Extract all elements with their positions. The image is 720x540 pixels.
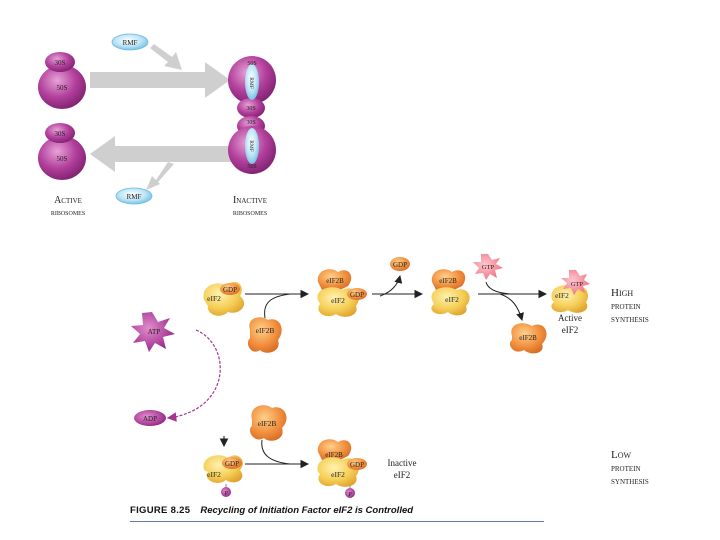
eif2-2-gdp-label: GDP <box>350 291 364 299</box>
rmf-join-arrow <box>150 44 182 70</box>
adp-label: ADP <box>143 415 157 423</box>
inactive-ribosomes-label-2: ribosomes <box>233 207 267 217</box>
activation-arrow <box>90 136 235 172</box>
active-upper-small-label: 30S <box>55 59 66 67</box>
low-eif2-2-label: eIF2 <box>331 470 345 479</box>
eif2b-free-label: eIF2B <box>519 334 537 342</box>
eif2-2-label: eIF2 <box>331 296 345 305</box>
gdp-released-label: GDP <box>393 261 407 269</box>
gtp-star-free: GTP <box>473 254 503 280</box>
active-eif2-label-2: eIF2 <box>562 325 579 335</box>
active-eif2-label-1: Active <box>558 313 582 323</box>
high-label-1: High <box>611 287 633 299</box>
rmf-bottom: RMF <box>115 187 153 205</box>
eif2b-release-arrow <box>499 293 524 321</box>
gtp-free-label: GTP <box>482 264 495 271</box>
trapped-eif2b-complex: eIF2B GDP eIF2 P <box>317 439 367 498</box>
eif2-3-label: eIF2 <box>445 295 459 304</box>
eif2-4-label: eIF2 <box>555 291 569 300</box>
inactive-lower-a-label: 30S <box>246 120 255 126</box>
eif2b-shape-free: eIF2B <box>509 323 547 354</box>
active-ribosome-upper: 30S 50S <box>38 52 86 109</box>
figure-caption: FIGURE 8.25 Recycling of Initiation Facto… <box>130 505 544 522</box>
low-label-1: Low <box>611 449 631 461</box>
inactive-lower-b-label: 50S <box>247 164 256 170</box>
atp-to-adp-arrow <box>166 329 221 422</box>
eif2b-3-label: eIF2B <box>439 277 457 285</box>
phospho-eif2-gdp-complex: GDP eIF2 P <box>203 455 243 497</box>
eif2b-join-arrow-1 <box>264 293 291 319</box>
active-lower-large-label: 50S <box>57 155 68 163</box>
gdp-release-arrow <box>379 275 403 297</box>
active-upper-large-label: 50S <box>57 84 68 92</box>
low-eif2b-label: eIF2B <box>325 451 343 459</box>
high-label-3: synthesis <box>611 315 649 325</box>
rmf-top-label: RMF <box>123 39 138 47</box>
low-phosphate-2: P <box>348 491 352 498</box>
low-gdp2-label: GDP <box>350 461 364 469</box>
ribosome-panel: RMF 30S 50S 30S 50S RMF <box>38 33 276 217</box>
inactive-eif2-label-2: eIF2 <box>394 470 411 480</box>
figure-caption-text: Recycling of Initiation Factor eIF2 is C… <box>200 505 414 516</box>
eif2-1-gdp-label: GDP <box>223 286 237 294</box>
inactive-upper-rmf-label: RMF <box>248 77 254 89</box>
eif2-4-gtp-label: GTP <box>571 281 584 288</box>
inactive-ribosomes-label-1: Inactive <box>233 195 267 206</box>
low-phosphate-1: P <box>224 490 228 497</box>
atp-star: ATP <box>131 312 175 352</box>
eif2b-shape-1: eIF2B <box>247 317 282 353</box>
figure-number: FIGURE 8.25 <box>130 505 191 516</box>
eif2b-eif2-complex: eIF2B eIF2 <box>431 269 470 316</box>
eif2-gtp-complex: GTP eIF2 <box>551 270 590 313</box>
rmf-top: RMF <box>111 33 149 51</box>
inactive-eif2-label-1: Inactive <box>388 458 417 468</box>
eif2b-2-label: eIF2B <box>326 277 344 285</box>
eif2b-1-label: eIF2B <box>256 326 275 335</box>
inactive-ribosome-dimer: 50S RMF 30S 30S RMF 50S <box>228 56 276 174</box>
eif2b-eif2-gdp-complex: eIF2B GDP eIF2 <box>317 269 367 317</box>
low-eif2b-top-label: eIF2B <box>258 419 277 428</box>
atp-label: ATP <box>148 328 161 336</box>
low-gdp-label: GDP <box>225 460 239 468</box>
inactive-lower-rmf-label: RMF <box>248 140 254 152</box>
rmf-bottom-label: RMF <box>127 193 142 201</box>
active-ribosomes-label-1: Active <box>54 195 82 206</box>
inactive-upper-a-label: 50S <box>247 61 256 67</box>
eif2b-shape-low: eIF2B <box>249 405 287 441</box>
eif2-1-label: eIF2 <box>207 294 221 303</box>
eif2-gdp-complex-1: GDP eIF2 <box>203 281 245 316</box>
gdp-released: GDP <box>390 257 410 271</box>
inactivation-arrow <box>90 62 230 98</box>
active-lower-small-label: 30S <box>55 130 66 138</box>
low-label-2: protein <box>611 464 641 474</box>
high-label-2: protein <box>611 302 641 312</box>
gtp-join-arrow <box>485 281 511 295</box>
inactive-upper-b-label: 30S <box>246 106 255 112</box>
eif2b-join-arrow-low <box>261 439 291 465</box>
adp-shape: ADP <box>134 410 166 426</box>
low-eif2-label: eIF2 <box>207 470 221 479</box>
rmf-leave-arrow <box>146 162 174 190</box>
low-label-3: synthesis <box>611 477 649 487</box>
active-ribosomes-label-2: ribosomes <box>51 207 85 217</box>
active-ribosome-lower: 30S 50S <box>38 123 86 180</box>
eif2-cycle-panel: ATP ADP GDP eIF2 eIF2B eIF2B <box>131 254 649 498</box>
